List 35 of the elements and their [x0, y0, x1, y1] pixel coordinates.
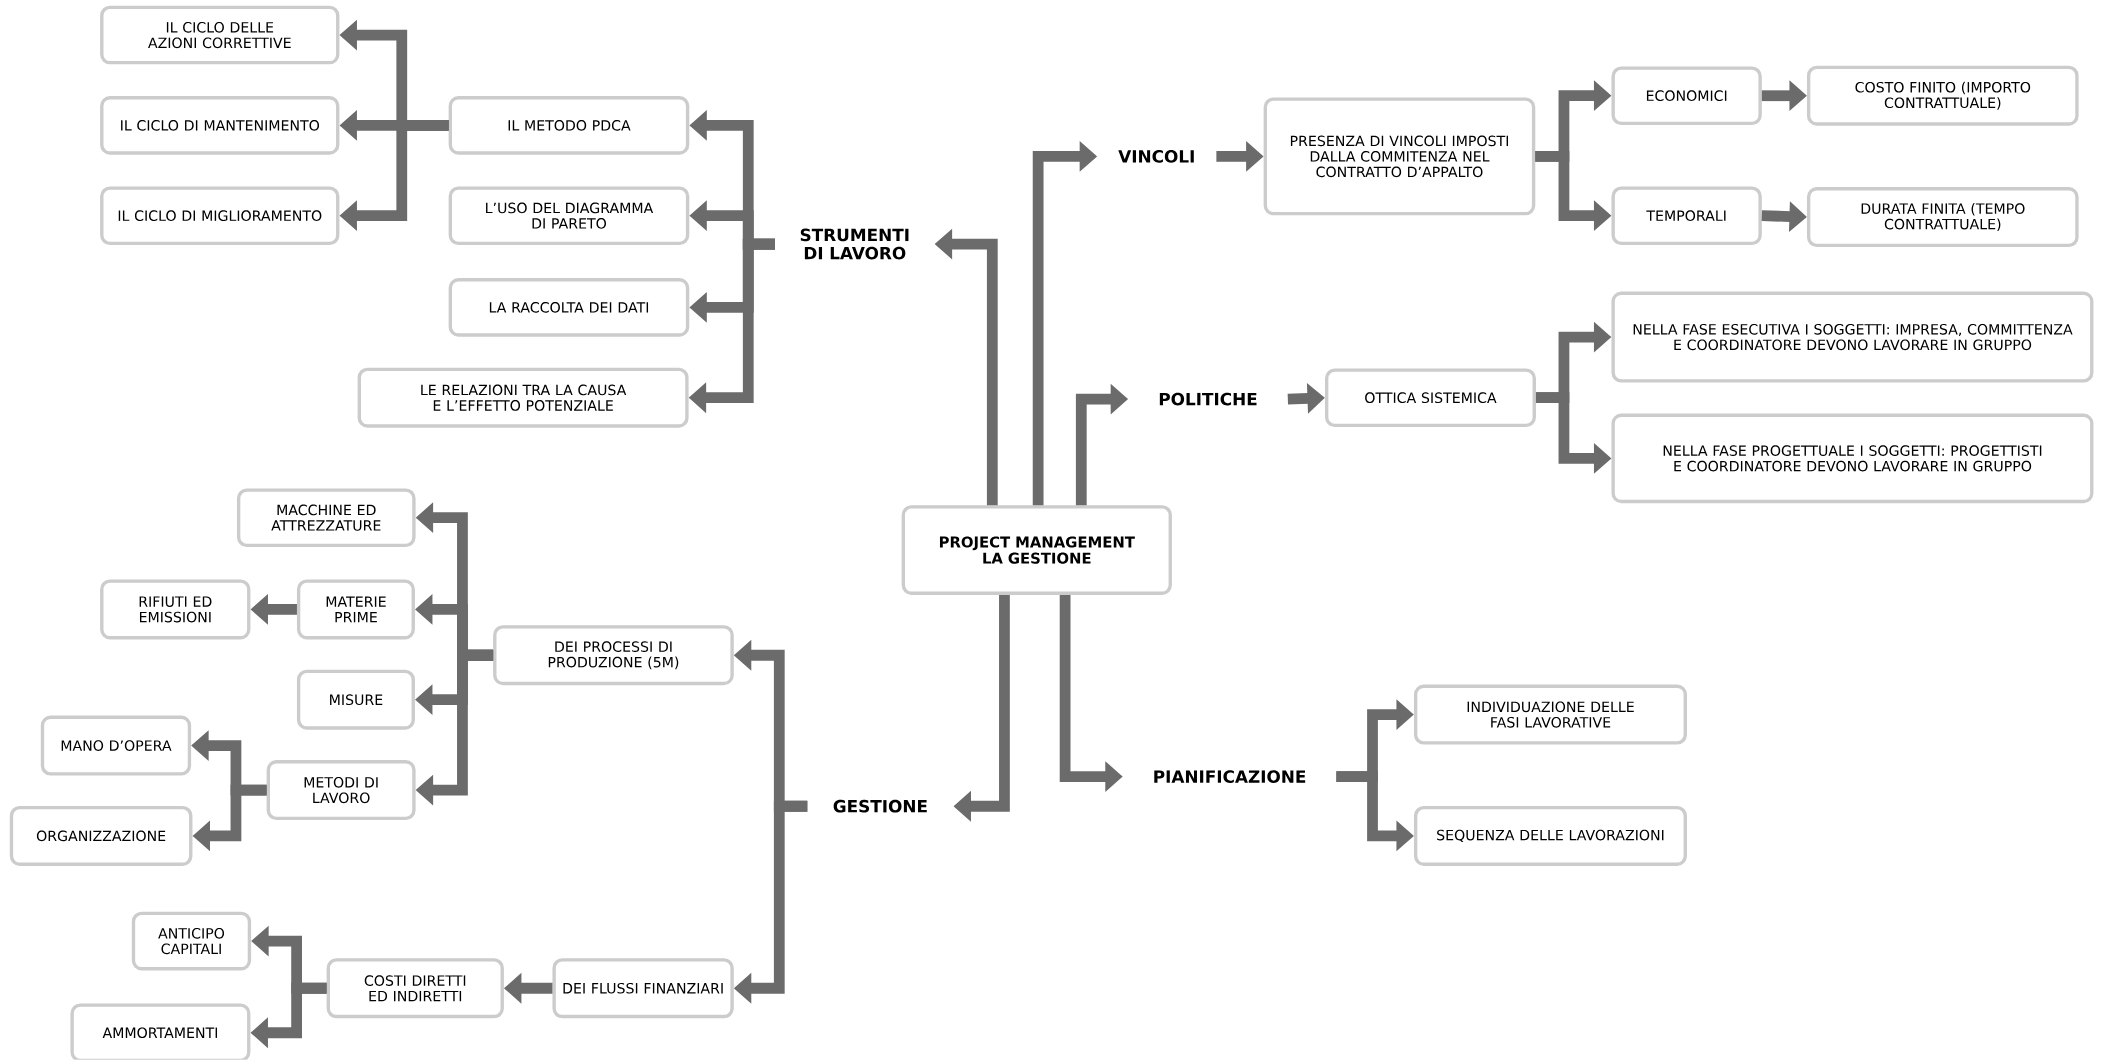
topic-box: NELLA FASE ESECUTIVA I SOGGETTI: IMPRESA, COMMITTENZA E COORDINATORE DEVONO LAVORARE IN GRUPPO — [1611, 291, 2094, 383]
topic-box: OTTICA SISTEMICA — [1324, 368, 1536, 428]
topic-box: INDIVIDUAZIONE DELLE FASI LAVORATIVE — [1413, 684, 1687, 745]
topic-box: DURATA FINITA (TEMPO CONTRATTUALE) — [1806, 187, 2079, 248]
topic-box: L’USO DEL DIAGRAMMA DI PARETO — [448, 186, 690, 246]
branch-label: PIANIFICAZIONE — [1154, 770, 1306, 784]
topic-box: MANO D’OPERA — [40, 715, 192, 776]
topic-box: SEQUENZA DELLE LAVORAZIONI — [1413, 806, 1687, 867]
branch-label: VINCOLI — [1118, 150, 1194, 163]
topic-box: COSTO FINITO (IMPORTO CONTRATTUALE) — [1806, 65, 2079, 126]
topic-box: IL CICLO DI MIGLIORAMENTO — [100, 186, 340, 246]
topic-box: AMMORTAMENTI — [70, 1003, 251, 1060]
central-box: PROJECT MANAGEMENT LA GESTIONE — [901, 505, 1172, 596]
topic-box: NELLA FASE PROGETTUALE I SOGGETTI: PROGETTISTI E COORDINATORE DEVONO LAVORARE IN GRUPPO — [1611, 413, 2094, 504]
topic-box: IL CICLO DELLE AZIONI CORRETTIVE — [100, 5, 340, 65]
topic-box: LE RELAZIONI TRA LA CAUSA E L’EFFETTO POTENZIALE — [357, 367, 689, 428]
branch-label: GESTIONE — [833, 800, 927, 813]
topic-box: ORGANIZZAZIONE — [9, 806, 193, 867]
topic-box: TEMPORALI — [1611, 186, 1762, 246]
topic-box: IL CICLO DI MANTENIMENTO — [100, 96, 340, 155]
topic-box: COSTI DIRETTI ED INDIRETTI — [326, 958, 504, 1019]
topic-box: IL METODO PDCA — [448, 96, 690, 155]
topic-box: MATERIE PRIME — [296, 579, 415, 640]
branch-label: POLITICHE — [1159, 392, 1257, 406]
topic-box: METODI DI LAVORO — [266, 760, 416, 821]
topic-box: PRESENZA DI VINCOLI IMPOSTI DALLA COMMITENZA NEL CONTRATTO D’APPALTO — [1263, 97, 1536, 216]
topic-box: DEI PROCESSI DI PRODUZIONE (5M) — [493, 625, 734, 686]
topic-box: ANTICIPO CAPITALI — [131, 911, 252, 971]
topic-box: MACCHINE ED ATTREZZATURE — [236, 488, 416, 548]
branch-label: STRUMENTI DI LAVORO — [800, 228, 909, 260]
topic-box: LA RACCOLTA DEI DATI — [448, 278, 690, 337]
topic-box: MISURE — [296, 669, 415, 730]
topic-box: DEI FLUSSI FINANZIARI — [552, 958, 734, 1019]
topic-box: RIFIUTI ED EMISSIONI — [100, 579, 251, 640]
topic-box: ECONOMICI — [1611, 66, 1762, 126]
